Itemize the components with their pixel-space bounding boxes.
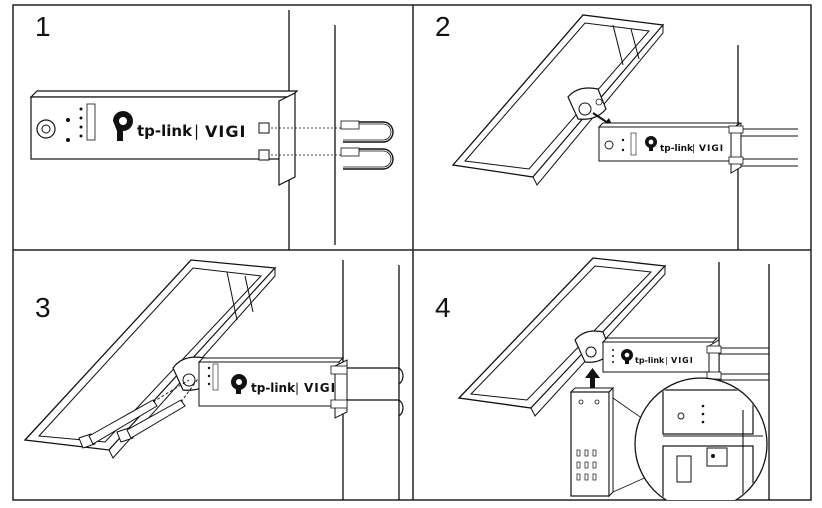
step-number: 2 (435, 11, 451, 42)
u-bolt-bottom (340, 147, 394, 170)
u-bolt-top (340, 120, 394, 143)
magnifier-callout (634, 377, 768, 500)
tp-link-logo-icon (645, 136, 657, 151)
step-4-illustration: tp-link | VIGI (457, 257, 770, 500)
brand-separator: | (665, 356, 668, 365)
step-3-illustration: tp-link | VIGI (23, 259, 404, 500)
brand-name: tp-link (251, 381, 296, 395)
mounting-bracket (197, 357, 345, 407)
step-2-illustration: tp-link | VIGI (451, 14, 798, 250)
outer-frame (12, 4, 812, 501)
battery-box (569, 386, 615, 498)
hinge-mount (567, 87, 607, 120)
mounting-bracket (597, 122, 741, 162)
mounting-bracket (601, 337, 719, 373)
brand-separator: | (692, 144, 695, 154)
brand-separator: | (194, 122, 199, 140)
panel-step-1: 1 tp-link (13, 5, 413, 250)
tp-link-logo-icon (231, 374, 247, 394)
brand-name: tp-link (635, 356, 665, 365)
bolt-left (78, 399, 158, 449)
clamp-plate (278, 92, 296, 186)
tp-link-logo-icon (113, 111, 133, 141)
tp-link-logo-icon (621, 349, 633, 364)
step-number: 1 (35, 11, 51, 42)
brand-product: VIGI (671, 356, 694, 365)
mounting-bracket (29, 90, 299, 160)
brand-product: VIGI (205, 122, 246, 141)
solar-panel (457, 257, 667, 417)
arrow-icon (585, 368, 600, 388)
panel-step-3: 3 (13, 250, 413, 500)
step-1-illustration: tp-link | VIGI (29, 10, 394, 250)
brand-separator: | (295, 381, 299, 395)
step-number: 4 (435, 292, 451, 323)
brand-name: tp-link (137, 122, 193, 140)
brand-name: tp-link (660, 144, 694, 154)
step-number: 3 (35, 292, 51, 323)
panel-step-4: 4 (413, 250, 811, 500)
brand-product: VIGI (304, 381, 336, 395)
bolt-right (116, 399, 186, 443)
panel-step-2: 2 (413, 5, 811, 250)
brand-product: VIGI (699, 144, 724, 154)
